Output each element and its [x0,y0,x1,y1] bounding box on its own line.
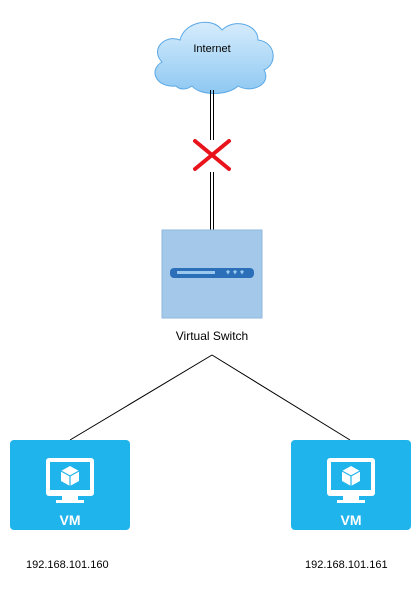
internet-label: Internet [193,43,231,55]
internet-switch-link [210,90,214,230]
virtual-switch-label: Virtual Switch [175,329,249,343]
vm-left-label: VM [59,512,81,528]
disconnect-x-mark-icon [193,139,231,171]
internet-cloud-icon[interactable] [154,21,274,94]
vm-right-label: VM [340,512,362,528]
switch-vm-links [69,354,351,441]
vm-left-icon[interactable] [10,440,130,530]
vm-right-icon[interactable] [291,440,411,530]
virtual-switch-icon[interactable] [161,229,263,319]
vm-right-ip: 192.168.101.161 [305,559,388,571]
vm-left-ip: 192.168.101.160 [26,559,109,571]
